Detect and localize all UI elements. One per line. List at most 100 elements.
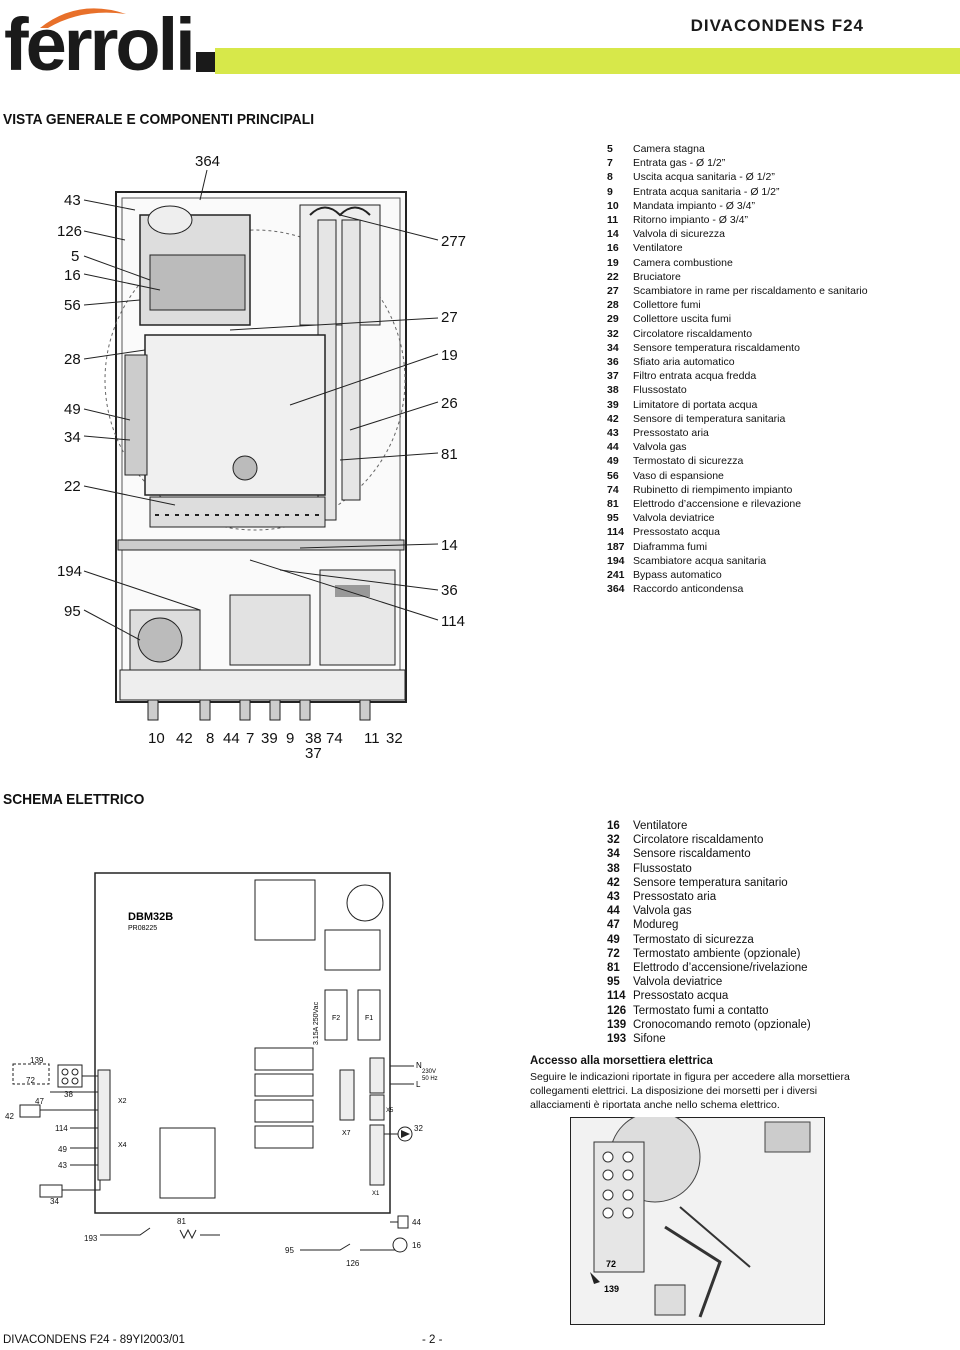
components-legend-label: Collettore fumi [633, 299, 701, 312]
components-legend-number: 32 [607, 327, 619, 340]
power-n: N [416, 1061, 422, 1070]
callout-28: 28 [64, 351, 81, 368]
wiring-legend-number: 16 [607, 820, 620, 832]
components-legend-number: 16 [607, 242, 619, 255]
components-legend-number: 5 [607, 143, 613, 155]
components-legend-number: 44 [607, 441, 619, 454]
components-legend-label: Sensore di temperatura sanitaria [633, 412, 786, 425]
components-legend-label: Termostato di sicurezza [633, 455, 744, 468]
wiring-legend-number: 114 [607, 990, 626, 1003]
logo-wordmark: ferroli [4, 3, 196, 86]
components-legend-item: 114 Pressostato acqua [607, 525, 868, 539]
fuse-f2: F2 [332, 1015, 340, 1022]
components-legend-number: 95 [607, 512, 619, 525]
callout-42: 42 [176, 730, 193, 747]
wiring-title: SCHEMA ELETTRICO [3, 791, 145, 808]
callout-43: 43 [64, 192, 81, 209]
board-name: DBM32B [128, 911, 173, 923]
power-voltage: 230V [422, 1069, 436, 1075]
wiring-legend-label: Flussostato [633, 862, 692, 875]
wiring-callout-44: 44 [412, 1218, 421, 1227]
callout-39: 39 [261, 730, 278, 747]
components-legend-label: Valvola di sicurezza [633, 228, 726, 241]
callout-26: 26 [441, 395, 458, 412]
callout-194: 194 [57, 563, 82, 580]
components-legend-label: Scambiatore acqua sanitaria [633, 554, 767, 567]
components-legend-number: 22 [607, 270, 619, 283]
components-legend-number: 27 [607, 285, 619, 298]
components-legend-label: Camera combustione [633, 256, 733, 269]
wiring-legend-label: Ventilatore [633, 820, 688, 832]
board-code: PR08225 [128, 925, 157, 932]
components-legend-number: 114 [607, 526, 624, 539]
wiring-legend-number: 95 [607, 976, 620, 989]
components-legend-number: 56 [607, 469, 619, 482]
wiring-legend-label: Termostato ambiente (opzionale) [633, 947, 801, 960]
wiring-callout-72: 72 [26, 1076, 35, 1085]
components-legend-number: 34 [607, 341, 619, 354]
wiring-callout-32: 32 [414, 1124, 423, 1133]
connector-x7: X7 [342, 1130, 351, 1137]
components-legend-label: Entrata gas - Ø 1/2” [633, 157, 726, 170]
access-title: Accesso alla morsettiera elettrica [530, 1055, 713, 1067]
components-legend-label: Raccordo anticondensa [633, 583, 744, 596]
power-l: L [416, 1080, 421, 1089]
callout-364: 364 [195, 153, 220, 170]
components-legend-number: 194 [607, 554, 625, 567]
wiring-callout-114: 114 [55, 1124, 68, 1133]
wiring-legend-label: Sensore riscaldamento [633, 848, 751, 861]
components-legend-label: Sensore temperatura riscaldamento [633, 341, 800, 354]
callout-81: 81 [441, 446, 458, 463]
components-legend-number: 38 [607, 384, 619, 397]
callout-277: 277 [441, 233, 466, 250]
logo-square [196, 52, 216, 72]
components-legend-label: Diaframma fumi [633, 540, 708, 553]
callout-10: 10 [148, 730, 165, 747]
wiring-legend-number: 72 [607, 947, 620, 960]
callout-22: 22 [64, 478, 81, 495]
components-legend-label: Sfiato aria automatico [633, 356, 735, 369]
wiring-callout-34: 34 [50, 1197, 59, 1206]
photo-callout-72: 72 [606, 1259, 616, 1269]
components-legend-label: Ventilatore [633, 242, 683, 255]
ferroli-logo: ferroli [4, 2, 219, 90]
callout-14: 14 [441, 537, 458, 554]
components-legend-label: Rubinetto di riempimento impianto [633, 483, 793, 496]
wiring-callout-95: 95 [285, 1246, 294, 1255]
components-legend-item: 34 Sensore temperatura riscaldamento [607, 341, 868, 355]
wiring-legend-number: 126 [607, 1004, 627, 1017]
components-legend-label: Scambiatore in rame per riscaldamento e … [633, 285, 868, 298]
callout-44: 44 [223, 730, 240, 747]
components-legend-number: 19 [607, 256, 619, 269]
wiring-legend-item: 16 Ventilatore [607, 819, 811, 833]
components-legend-item: 27 Scambiatore in rame per riscaldamento … [607, 284, 868, 298]
components-legend-number: 29 [607, 313, 619, 326]
components-legend-label: Pressostato acqua [633, 526, 720, 539]
components-legend-number: 39 [607, 398, 619, 411]
